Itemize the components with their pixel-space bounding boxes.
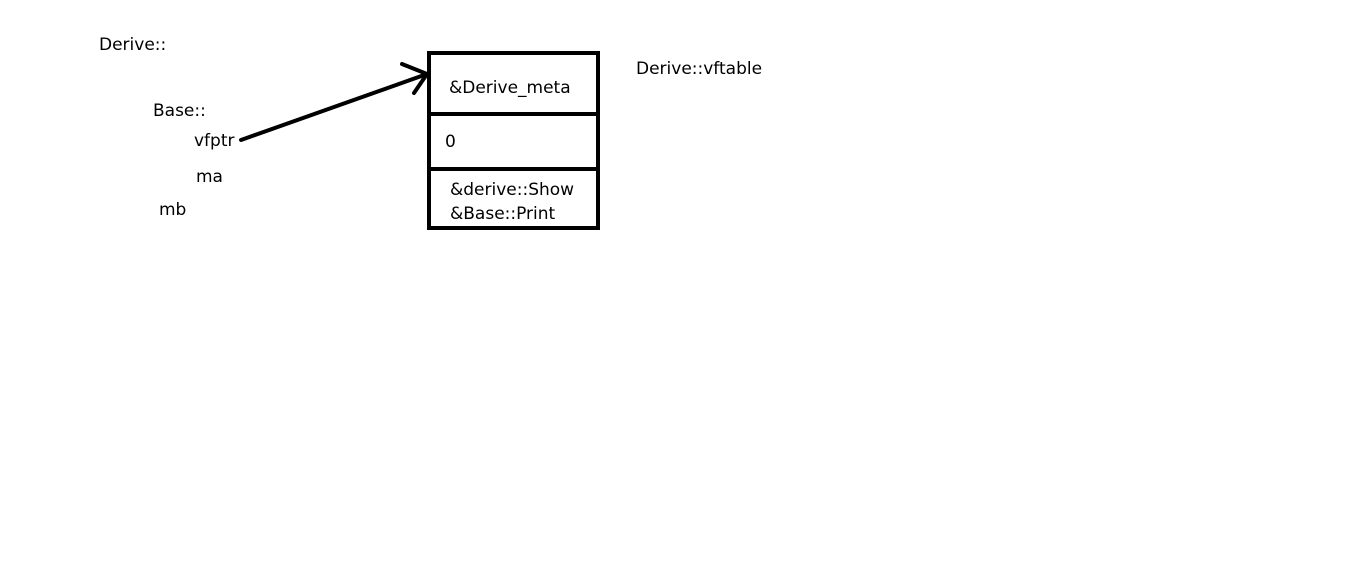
member-mb-label: mb <box>159 200 187 220</box>
member-ma-label: ma <box>196 167 223 187</box>
member-vfptr-label: vfptr <box>194 131 235 151</box>
derive-class-label: Derive:: <box>99 35 167 55</box>
vftable-entry-meta: &Derive_meta <box>449 78 571 98</box>
vftable-cell-functions <box>427 167 600 230</box>
vftable-entry-offset: 0 <box>445 132 456 152</box>
vftable-entry-print: &Base::Print <box>450 204 556 224</box>
vfptr-arrow-head <box>400 62 429 95</box>
vftable-entry-show: &derive::Show <box>450 180 575 200</box>
vfptr-arrow-line <box>239 72 429 142</box>
vftable-title: Derive::vftable <box>636 59 763 79</box>
base-class-label: Base:: <box>153 101 206 121</box>
